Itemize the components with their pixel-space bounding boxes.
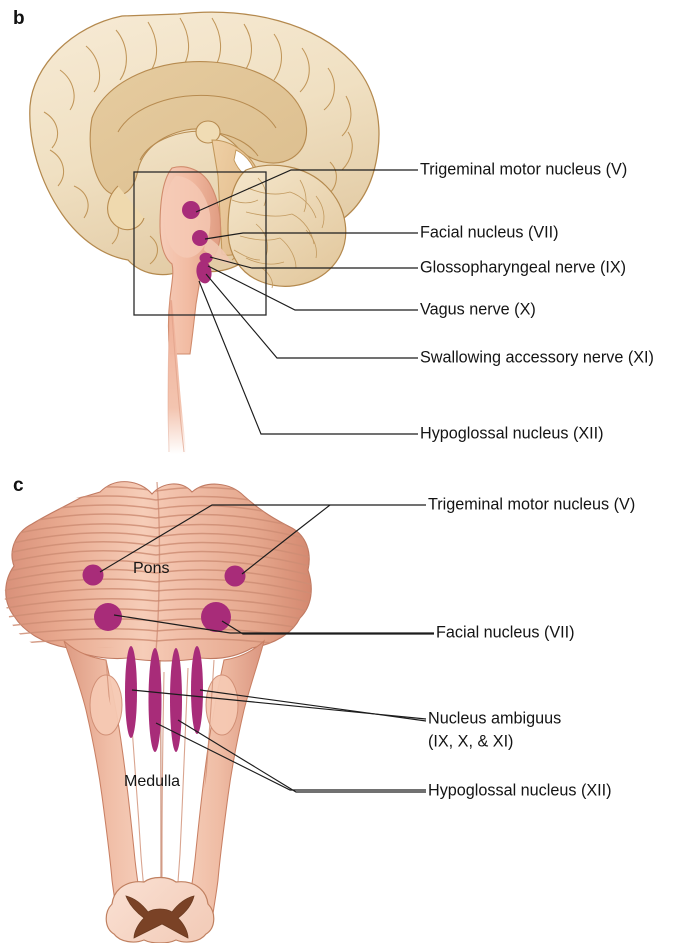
panel-b-illustration: Trigeminal motor nucleus (V) Facial nucl… bbox=[29, 11, 654, 454]
label-pons: Pons bbox=[133, 560, 169, 577]
hypoglossal-nucleus-strip-right bbox=[191, 646, 203, 734]
trigeminal-motor-nucleus-right bbox=[224, 565, 246, 587]
leader-vagus-x bbox=[207, 265, 418, 311]
label-trigeminal-motor-nucleus-v: Trigeminal motor nucleus (V) bbox=[420, 160, 627, 178]
panel-c-letter: c bbox=[13, 475, 24, 496]
panel-b-nucleus-markers bbox=[182, 201, 213, 284]
label-hypoglossal-nucleus-xii: Hypoglossal nucleus (XII) bbox=[420, 424, 604, 442]
label-c-trigeminal-motor-nucleus-v: Trigeminal motor nucleus (V) bbox=[428, 495, 635, 513]
panel-b-labels: Trigeminal motor nucleus (V) Facial nucl… bbox=[420, 160, 654, 442]
panel-b-letter: b bbox=[13, 8, 25, 29]
leader-accessory-xi bbox=[205, 273, 418, 359]
trigeminal-motor-nucleus-left bbox=[82, 564, 104, 586]
leader-trigeminal-v-left bbox=[99, 504, 426, 573]
facial-nucleus-left bbox=[94, 603, 122, 631]
nucleus-ambiguus-strip-midleft bbox=[148, 648, 162, 752]
panel-b-leader-lines bbox=[195, 169, 418, 435]
nucleus-ambiguus-strip-left bbox=[125, 646, 137, 738]
leader-hypoglossal-xii-2 bbox=[177, 719, 426, 793]
hypoglossal-nucleus-strip-midright bbox=[170, 648, 182, 752]
panel-c-leader-lines bbox=[99, 504, 434, 793]
panel-c: c bbox=[0, 462, 685, 943]
vagus-accessory-hypoglossal-marker bbox=[196, 260, 212, 284]
inset-box bbox=[133, 171, 267, 316]
label-vagus-nerve-x: Vagus nerve (X) bbox=[420, 300, 536, 318]
leader-hypoglossal-xii-1 bbox=[155, 722, 426, 791]
panel-c-illustration: Pons Medulla Trigeminal motor nucleus (V… bbox=[4, 481, 635, 943]
leader-facial-vii-left bbox=[113, 614, 434, 634]
label-c-nucleus-ambiguus: Nucleus ambiguus bbox=[428, 709, 561, 727]
label-c-hypoglossal-nucleus-xii: Hypoglossal nucleus (XII) bbox=[428, 781, 612, 799]
leader-trigeminal-v-right bbox=[241, 504, 331, 575]
trigeminal-motor-nucleus-marker bbox=[182, 201, 200, 219]
label-facial-nucleus-vii: Facial nucleus (VII) bbox=[420, 223, 559, 241]
cerebellum bbox=[227, 164, 347, 289]
leader-hypoglossal-xii bbox=[198, 280, 418, 435]
label-medulla: Medulla bbox=[124, 773, 180, 790]
label-swallowing-accessory-nerve-xi: Swallowing accessory nerve (XI) bbox=[420, 348, 654, 366]
panel-c-labels: Trigeminal motor nucleus (V) Facial nucl… bbox=[428, 495, 635, 799]
panel-c-nucleus-markers bbox=[82, 564, 246, 752]
facial-nucleus-right bbox=[201, 602, 231, 632]
panel-b: b bbox=[0, 0, 685, 470]
medulla bbox=[63, 639, 265, 915]
leader-facial-vii bbox=[204, 232, 418, 240]
facial-nucleus-marker bbox=[192, 230, 208, 246]
spinal-cord-cross-section bbox=[105, 876, 215, 943]
leader-nucleus-ambiguus-2 bbox=[199, 689, 427, 722]
leader-glossopharyngeal-ix bbox=[209, 256, 418, 269]
leader-facial-vii-right bbox=[221, 620, 434, 635]
leader-trigeminal-v bbox=[195, 169, 418, 213]
label-c-facial-nucleus-vii: Facial nucleus (VII) bbox=[436, 623, 575, 641]
label-glossopharyngeal-nerve-ix: Glossopharyngeal nerve (IX) bbox=[420, 258, 626, 276]
label-c-nucleus-ambiguus-numerals: (IX, X, & XI) bbox=[428, 732, 513, 750]
